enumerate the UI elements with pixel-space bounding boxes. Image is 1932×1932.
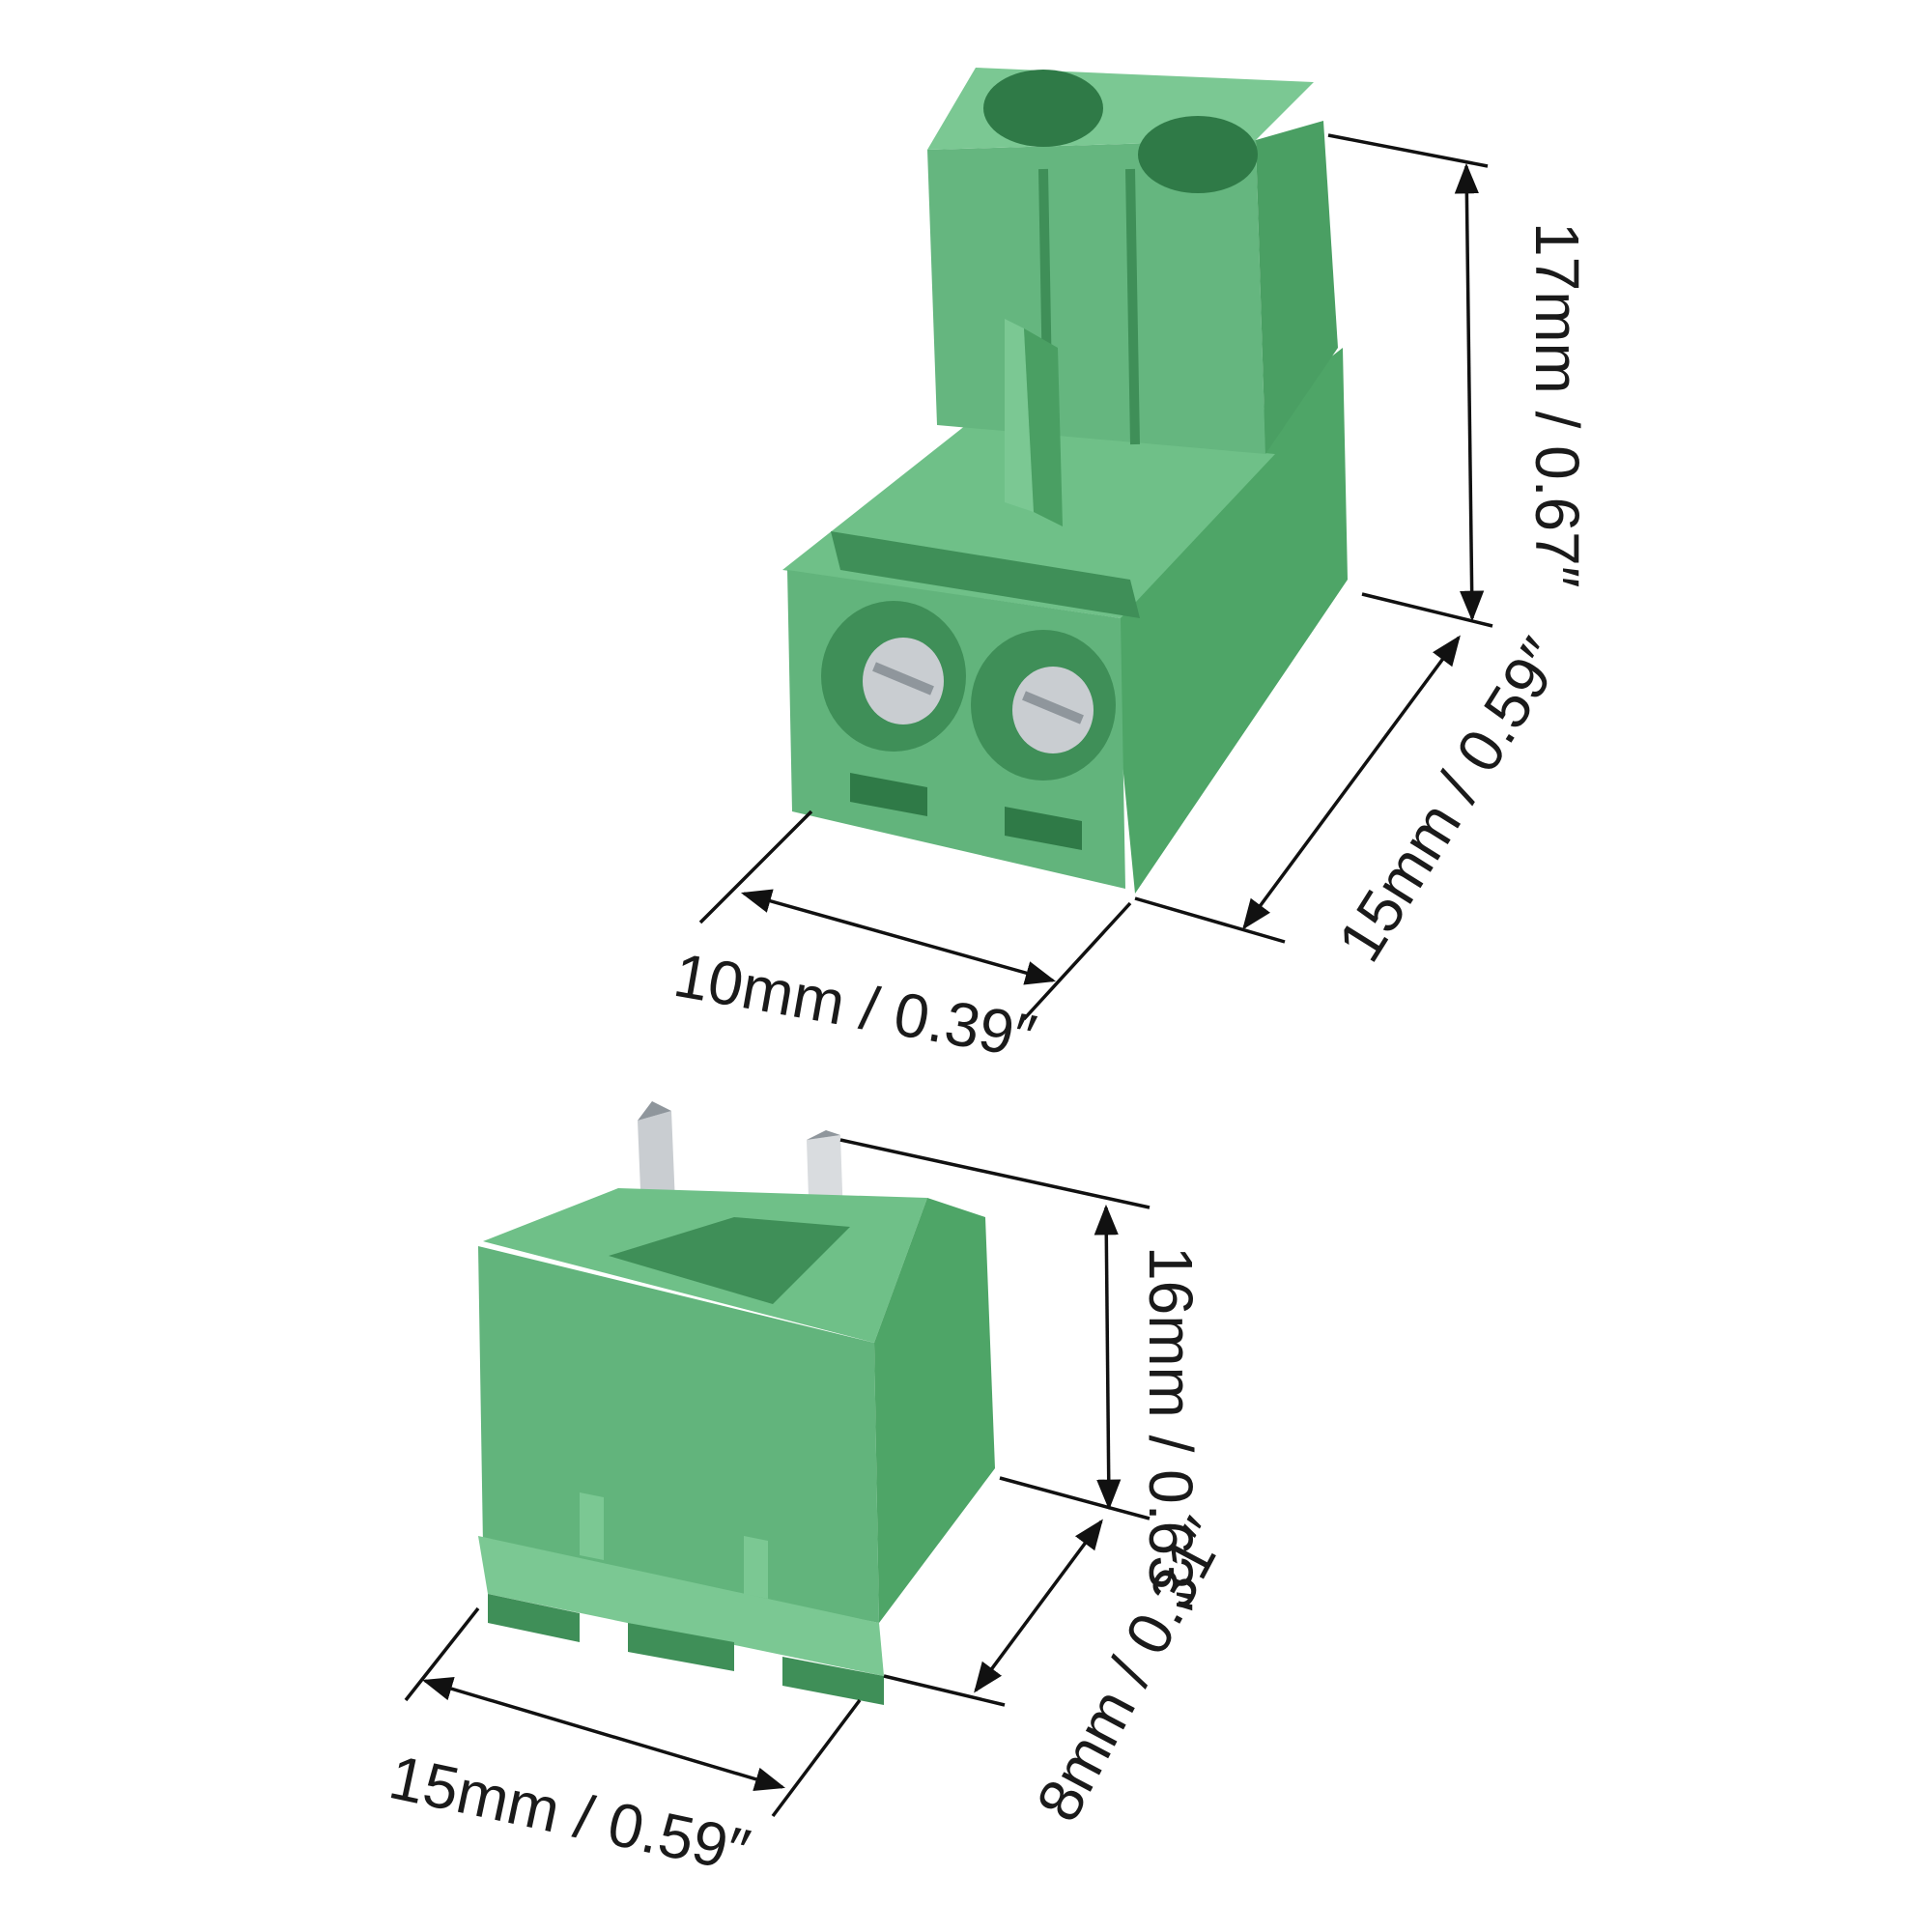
- plug-connector: [782, 68, 1348, 894]
- plug-latch-side: [1024, 328, 1063, 526]
- plug-wire-hole: [983, 70, 1103, 147]
- plug-screw-slot: [872, 662, 934, 696]
- header-depth-label: 8mm / 0.31″: [1023, 1507, 1239, 1832]
- plug-height-label: 17mm / 0.67″: [1522, 222, 1592, 587]
- plug-width-label: 10mm / 0.39″: [669, 940, 1041, 1072]
- plug-screw-slot: [1022, 691, 1084, 724]
- header-base-foot: [628, 1623, 734, 1671]
- header-base-ledge: [478, 1536, 884, 1676]
- header-rib: [744, 1536, 768, 1599]
- header-height-label: 16mm / 0.63″: [1136, 1246, 1206, 1611]
- plug-wire-window: [1005, 807, 1082, 850]
- header-base-foot: [782, 1657, 884, 1705]
- plug-depth-label: 15mm / 0.59″: [1324, 626, 1577, 973]
- header-pin: [807, 1130, 840, 1140]
- header-connector: [478, 1101, 995, 1705]
- header-slot: [609, 1217, 850, 1304]
- header-base-foot: [488, 1594, 580, 1642]
- header-front-face: [478, 1246, 879, 1623]
- plug-wire-window: [850, 773, 927, 816]
- header-rib: [580, 1492, 604, 1560]
- plug-wire-hole: [1138, 116, 1258, 193]
- plug-tower-side: [1256, 121, 1338, 454]
- plug-tower-rib: [1125, 168, 1140, 445]
- plug-latch: [1005, 319, 1034, 512]
- header-pin: [638, 1101, 671, 1121]
- header-side-face: [874, 1198, 995, 1623]
- plug-groove: [831, 531, 1140, 618]
